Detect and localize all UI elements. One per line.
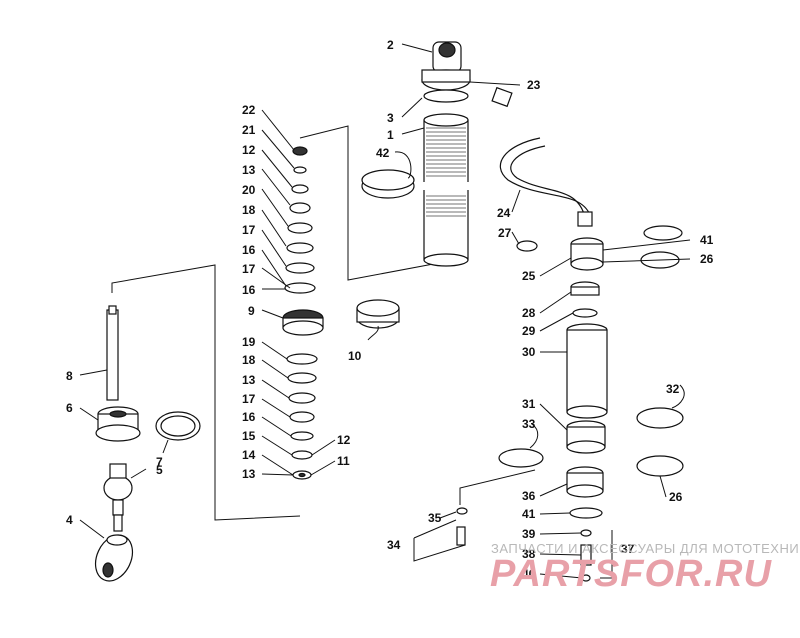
label-23: 23 xyxy=(527,78,541,92)
label-20: 20 xyxy=(242,183,256,197)
label-38: 38 xyxy=(522,547,536,561)
part-labels: 2 3 1 42 23 24 22 21 12 13 20 18 17 16 1… xyxy=(66,38,714,581)
label-42: 42 xyxy=(376,146,390,160)
label-17: 17 xyxy=(242,262,256,276)
label-2: 2 xyxy=(387,38,394,52)
label-36: 36 xyxy=(522,489,536,503)
label-13: 13 xyxy=(242,373,256,387)
label-18: 18 xyxy=(242,203,256,217)
label-19: 19 xyxy=(242,335,256,349)
nut-part xyxy=(292,146,308,156)
label-15: 15 xyxy=(242,429,256,443)
label-28: 28 xyxy=(522,306,536,320)
label-5: 5 xyxy=(156,463,163,477)
label-26: 26 xyxy=(669,490,683,504)
small-o-ring-part xyxy=(516,240,538,252)
label-13: 13 xyxy=(242,467,256,481)
label-39: 39 xyxy=(522,527,536,541)
label-8: 8 xyxy=(66,369,73,383)
screw-part xyxy=(456,526,466,546)
reservoir-tube-part xyxy=(566,329,608,413)
label-4: 4 xyxy=(66,513,73,527)
upper-shim-stack xyxy=(284,146,316,294)
assembly-brackets xyxy=(111,125,445,521)
label-32: 32 xyxy=(666,382,680,396)
retaining-ring-part xyxy=(498,448,544,468)
label-40: 40 xyxy=(522,567,536,581)
label-31: 31 xyxy=(522,397,536,411)
label-25: 25 xyxy=(522,269,536,283)
label-29: 29 xyxy=(522,324,536,338)
label-12: 12 xyxy=(337,433,351,447)
leader-lines xyxy=(79,43,691,579)
watermark: ЗАПЧАСТИ И АКСЕССУАРЫ ДЛЯ МОТОТЕХНИКИ PA… xyxy=(490,541,800,595)
label-21: 21 xyxy=(242,123,256,137)
piston-rod-part xyxy=(106,309,119,401)
lower-shim-stack xyxy=(286,353,318,480)
reservoir-assembly xyxy=(413,86,684,582)
label-41: 41 xyxy=(700,233,714,247)
label-6: 6 xyxy=(66,401,73,415)
label-10: 10 xyxy=(348,349,362,363)
label-7: 7 xyxy=(156,455,163,469)
label-26: 26 xyxy=(700,252,714,266)
label-18: 18 xyxy=(242,353,256,367)
label-1: 1 xyxy=(387,128,394,142)
label-17: 17 xyxy=(242,392,256,406)
label-27: 27 xyxy=(498,226,512,240)
watermark-caption: ЗАПЧАСТИ И АКСЕССУАРЫ ДЛЯ МОТОТЕХНИКИ xyxy=(491,541,800,556)
label-22: 22 xyxy=(242,103,256,117)
label-16: 16 xyxy=(242,283,256,297)
label-13: 13 xyxy=(242,163,256,177)
rod-assembly xyxy=(94,305,201,582)
label-14: 14 xyxy=(242,448,256,462)
o-ring-part xyxy=(423,89,469,103)
label-33: 33 xyxy=(522,417,536,431)
label-11: 11 xyxy=(337,454,350,468)
label-16: 16 xyxy=(242,410,256,424)
bearing-part xyxy=(103,475,133,501)
shock-body xyxy=(361,41,472,267)
label-41: 41 xyxy=(522,507,536,521)
label-24: 24 xyxy=(497,206,511,220)
upper-assembly-bracket xyxy=(299,125,445,281)
label-34: 34 xyxy=(387,538,401,552)
label-9: 9 xyxy=(248,304,255,318)
label-17: 17 xyxy=(242,223,256,237)
piston-group xyxy=(282,299,400,336)
label-35: 35 xyxy=(428,511,442,525)
label-3: 3 xyxy=(387,111,394,125)
label-16: 16 xyxy=(242,243,256,257)
label-30: 30 xyxy=(522,345,536,359)
label-12: 12 xyxy=(242,143,256,157)
watermark-logo: PARTSFOR.RU xyxy=(490,553,772,595)
label-37: 37 xyxy=(621,542,635,556)
fitting-part xyxy=(491,86,513,108)
left-assembly-bracket xyxy=(111,264,301,521)
